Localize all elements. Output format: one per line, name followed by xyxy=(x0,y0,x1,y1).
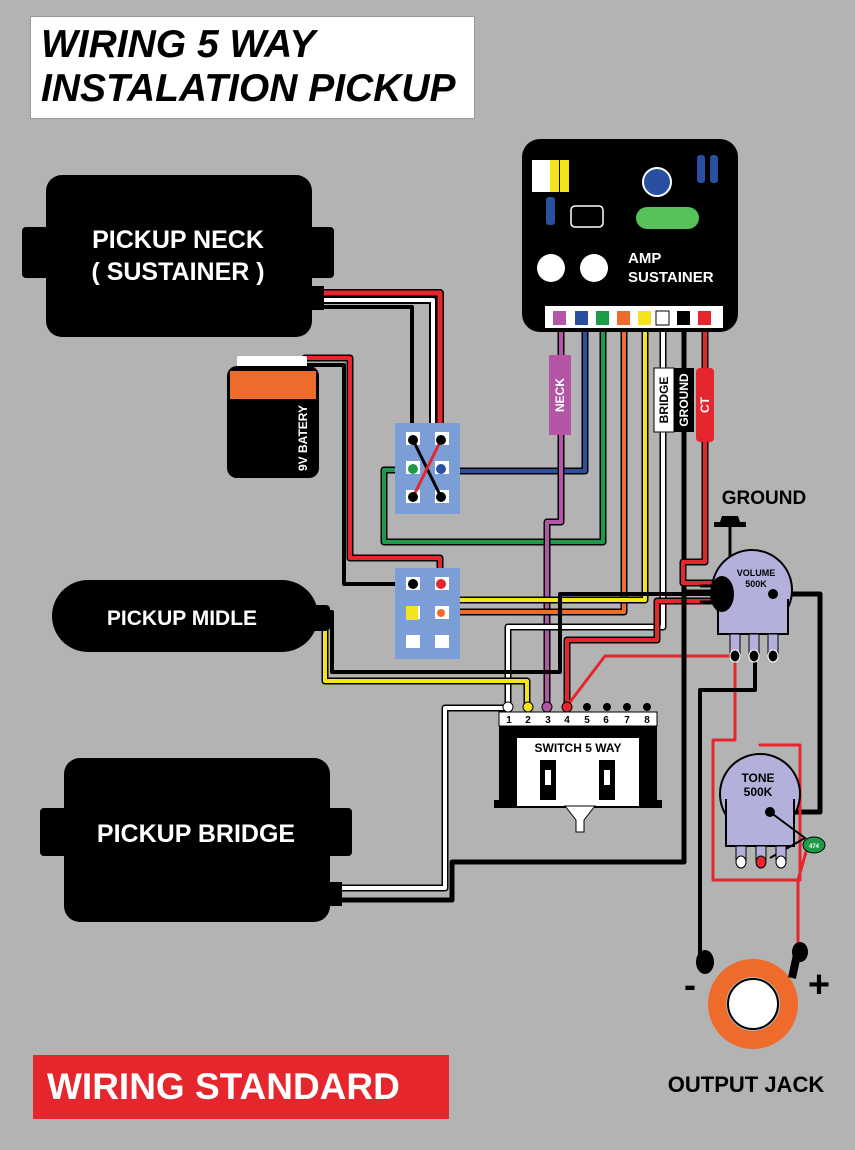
tone-label-2: 500K xyxy=(744,785,773,799)
switch-terminal-5: 5 xyxy=(584,715,590,726)
amp-label-1: AMP xyxy=(628,250,661,267)
switch-terminal-8: 8 xyxy=(644,715,650,726)
volume-label-1: VOLUME xyxy=(737,568,776,578)
amp-pin-orange xyxy=(617,311,630,325)
tone-pot: TONE 500K 474 xyxy=(719,753,826,869)
amp-pin-red xyxy=(698,311,711,325)
switch-label: SWITCH 5 WAY xyxy=(535,741,622,755)
wire-red-tone xyxy=(711,654,802,882)
switch-terminals: 1 2 3 4 5 6 7 8 xyxy=(506,715,650,726)
dpdt-switch-lower xyxy=(395,568,460,659)
output-jack: - + OUTPUT JACK xyxy=(668,942,830,1097)
wiring-standard-banner: WIRING STANDARD xyxy=(33,1055,449,1119)
ground-label: GROUND xyxy=(722,488,806,509)
tag-neck: NECK xyxy=(553,378,567,412)
switch-terminal-4: 4 xyxy=(564,715,570,726)
title-box: WIRING 5 WAY INSTALATION PICKUP xyxy=(30,16,475,119)
tag-bridge: BRIDGE xyxy=(657,377,671,424)
pickup-middle-label: PICKUP MIDLE xyxy=(107,607,257,630)
amp-pin-yellow xyxy=(638,311,651,325)
amp-pin-blue xyxy=(575,311,588,325)
amp-sustainer: AMP SUSTAINER xyxy=(522,139,738,332)
battery-label: 9V BATERY xyxy=(296,405,310,471)
volume-label-2: 500K xyxy=(745,579,767,589)
wire-neck-black xyxy=(316,305,414,442)
wire-vol-tone xyxy=(770,591,823,815)
switch-terminal-3: 3 xyxy=(545,715,551,726)
switch-terminal-1: 1 xyxy=(506,715,512,726)
wire-battery-black xyxy=(298,363,414,586)
amp-pin-green xyxy=(596,311,609,325)
amp-label-2: SUSTAINER xyxy=(628,269,714,286)
capacitor-label: 474 xyxy=(809,844,820,850)
pickup-middle: PICKUP MIDLE xyxy=(52,580,330,652)
wire-red-vol xyxy=(565,654,737,708)
title-line-1: WIRING 5 WAY xyxy=(41,23,316,66)
jack-plus: + xyxy=(808,964,830,1006)
amp-pin-purple xyxy=(553,311,566,325)
pickup-neck-label-1: PICKUP NECK xyxy=(92,226,264,254)
jack-minus: - xyxy=(684,964,696,1005)
wire-red-amp xyxy=(679,314,724,587)
title-heading: WIRING 5 WAY INSTALATION PICKUP xyxy=(41,23,456,111)
tone-label-1: TONE xyxy=(741,771,774,785)
pickup-neck: PICKUP NECK ( SUSTAINER ) xyxy=(22,175,334,337)
pickup-bridge: PICKUP BRIDGE xyxy=(40,758,352,922)
wire-bridge-black xyxy=(337,593,687,903)
switch-terminal-7: 7 xyxy=(624,715,630,726)
wiring-standard-label: WIRING STANDARD xyxy=(47,1066,400,1107)
pickup-bridge-label: PICKUP BRIDGE xyxy=(97,820,295,848)
amp-pin-black xyxy=(677,311,690,325)
pickup-neck-label-2: ( SUSTAINER ) xyxy=(91,258,264,286)
switch-terminal-2: 2 xyxy=(525,715,531,726)
ground-lug: GROUND xyxy=(714,488,806,527)
wire-neck-white xyxy=(314,296,437,444)
dpdt-switch-upper xyxy=(395,423,460,514)
wires xyxy=(298,289,823,962)
switch-5-way: 1 2 3 4 5 6 7 8 SWITCH 5 WAY xyxy=(494,701,662,833)
battery: 9V BATERY xyxy=(227,356,319,478)
amp-pin-white xyxy=(655,310,670,326)
wire-jack-ground xyxy=(698,654,757,962)
wire-jack-hot xyxy=(796,843,810,950)
tag-ground: GROUND xyxy=(677,373,691,427)
amp-wire-tags: NECK BRIDGE GROUND CT xyxy=(549,355,714,442)
volume-pot: VOLUME 500K xyxy=(700,549,793,663)
jack-label: OUTPUT JACK xyxy=(668,1072,825,1097)
switch-terminal-6: 6 xyxy=(603,715,609,726)
tag-ct: CT xyxy=(698,396,712,413)
title-line-2: INSTALATION PICKUP xyxy=(41,67,456,110)
